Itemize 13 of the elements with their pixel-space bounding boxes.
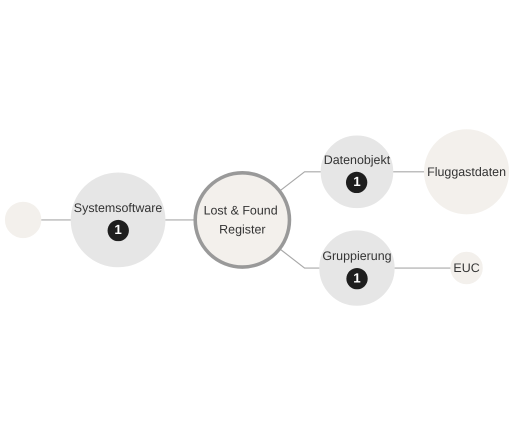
connector xyxy=(165,219,196,220)
node-circle: EUC xyxy=(450,252,483,284)
node-circle: Lost & Found Register xyxy=(193,171,292,269)
node-circle: Fluggastdaten xyxy=(424,129,510,214)
connector xyxy=(394,267,451,269)
node-circle: Datenobjekt 1 xyxy=(320,135,394,208)
connector xyxy=(279,171,322,192)
node-circle: Gruppierung 1 xyxy=(319,230,395,306)
node-circle: Systemsoftware 1 xyxy=(70,172,166,268)
connector xyxy=(40,219,72,220)
node-circle xyxy=(4,202,42,238)
connector xyxy=(392,171,424,172)
connector xyxy=(279,248,320,269)
